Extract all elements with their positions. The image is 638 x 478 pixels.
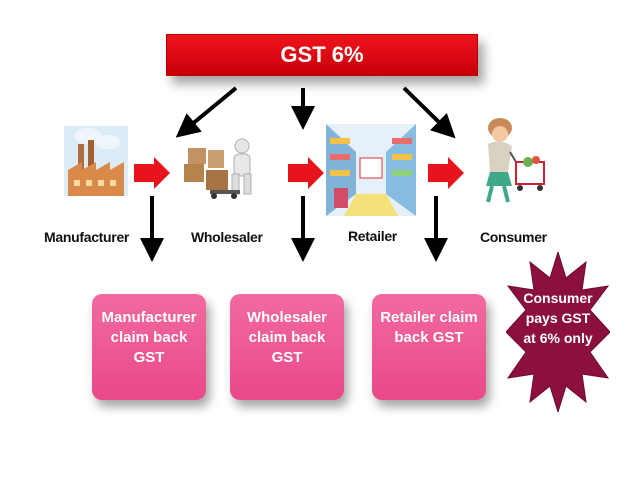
banner-to-wholesaler-arrow — [175, 86, 238, 138]
gst-banner: GST 6% — [166, 34, 478, 76]
wholesaler-label: Wholesaler — [191, 229, 263, 245]
retailer-claim-line-1: Retailer claim — [380, 309, 478, 326]
retailer-label: Retailer — [348, 228, 397, 244]
manufacturer-claim-box: Manufacturer claim back GST — [92, 294, 206, 400]
wholesaler-claim-line-2: claim back — [248, 329, 326, 346]
consumer-starburst — [506, 252, 610, 412]
consumer-note-line-2: pays GST — [525, 310, 591, 326]
flow-arrow-2 — [288, 157, 324, 189]
retailer-claim-line-2: back GST — [394, 329, 464, 346]
supermarket-icon — [326, 124, 416, 221]
manufacturer-label: Manufacturer — [44, 229, 130, 245]
consumer-label: Consumer — [480, 229, 547, 245]
manufacturer-claim-line-1: Manufacturer — [101, 309, 197, 326]
retailer-claim-box: Retailer claim back GST — [372, 294, 486, 400]
gst-banner-text: GST 6% — [280, 42, 364, 67]
manufacturer-claim-line-3: GST — [133, 349, 165, 366]
wholesaler-claim-line-1: Wholesaler — [246, 309, 328, 326]
consumer-note: Consumer pays GST at 6% only — [506, 288, 610, 348]
wholesaler-icon — [184, 134, 264, 205]
consumer-note-line-3: at 6% only — [523, 330, 593, 346]
factory-icon — [64, 126, 128, 201]
flow-arrow-3 — [428, 157, 464, 189]
flow-arrow-1 — [134, 157, 170, 189]
wholesaler-claim-line-3: GST — [271, 349, 303, 366]
shopper-icon — [472, 116, 552, 213]
banner-to-consumer-arrow — [402, 86, 456, 139]
wholesaler-claim-box: Wholesaler claim back GST — [230, 294, 344, 400]
manufacturer-claim-line-2: claim back — [110, 329, 188, 346]
consumer-note-line-1: Consumer — [523, 290, 593, 306]
